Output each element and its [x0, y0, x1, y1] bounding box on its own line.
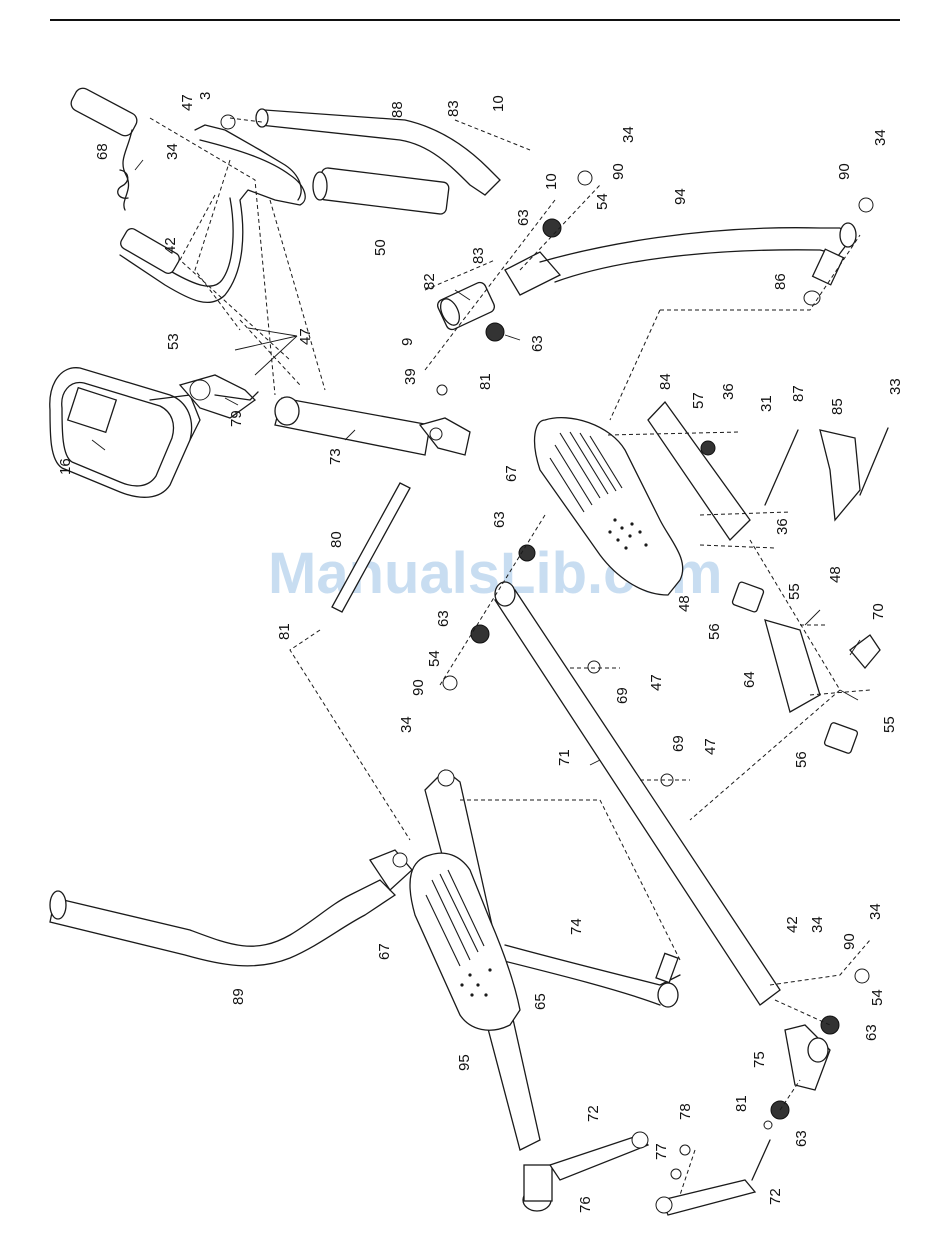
callout-label: 73 — [327, 448, 344, 465]
callout-label: 95 — [456, 1054, 473, 1071]
callout-label: 36 — [774, 518, 791, 535]
callout-label: 88 — [389, 101, 406, 118]
callout-label: 64 — [741, 671, 758, 688]
callout-label: 34 — [398, 716, 415, 733]
callout-label: 34 — [867, 903, 884, 920]
callout-label: 90 — [610, 163, 627, 180]
callout-label: 56 — [706, 623, 723, 640]
callout-label: 3 — [197, 92, 214, 100]
callout-label: 47 — [297, 328, 314, 345]
callout-label: 69 — [614, 687, 631, 704]
callout-label: 83 — [470, 247, 487, 264]
upper-handlebar-part — [119, 125, 306, 302]
callout-label: 34 — [872, 129, 889, 146]
callout-label: 65 — [532, 993, 549, 1010]
callout-label: 71 — [556, 749, 573, 766]
callout-label: 86 — [772, 273, 789, 290]
callout-label: 54 — [594, 193, 611, 210]
callout-label: 82 — [421, 273, 438, 290]
callout-label: 10 — [490, 95, 507, 112]
callout-label: 75 — [751, 1051, 768, 1068]
callout-label: 94 — [672, 188, 689, 205]
callout-label: 77 — [653, 1143, 670, 1160]
callout-label: 34 — [809, 916, 826, 933]
handle-tube-part — [221, 109, 500, 215]
callout-label: 33 — [887, 378, 904, 395]
upright-tube-part — [275, 397, 470, 455]
callout-label: 54 — [426, 650, 443, 667]
callout-label: 10 — [543, 173, 560, 190]
callout-label: 90 — [836, 163, 853, 180]
bracket-part — [180, 375, 258, 418]
callout-label: 69 — [670, 735, 687, 752]
callout-label: 72 — [585, 1105, 602, 1122]
callout-label: 48 — [827, 566, 844, 583]
callout-label: 72 — [767, 1188, 784, 1205]
callout-label: 90 — [410, 679, 427, 696]
callout-label: 48 — [676, 595, 693, 612]
main-rail-part — [495, 582, 780, 1005]
callout-label: 57 — [690, 392, 707, 409]
callout-label: 42 — [162, 237, 179, 254]
console-part — [50, 368, 200, 498]
callout-label: 63 — [529, 335, 546, 352]
callout-label: 36 — [720, 383, 737, 400]
lower-shroud-part — [410, 853, 520, 1030]
callout-label: 63 — [793, 1130, 810, 1147]
callout-label: 85 — [829, 398, 846, 415]
cover-part — [820, 430, 860, 520]
callout-label: 39 — [402, 368, 419, 385]
callout-label: 63 — [435, 610, 452, 627]
callout-label: 47 — [648, 674, 665, 691]
callout-label: 63 — [863, 1024, 880, 1041]
callout-label: 42 — [784, 916, 801, 933]
callout-label: 90 — [841, 933, 858, 950]
callout-label: 68 — [94, 143, 111, 160]
callout-label: 31 — [758, 395, 775, 412]
stabilizer-part — [732, 581, 880, 754]
callout-label: 63 — [491, 511, 508, 528]
callout-label: 47 — [702, 738, 719, 755]
callout-label: 56 — [793, 751, 810, 768]
callout-label: 50 — [372, 239, 389, 256]
callout-label: 16 — [57, 458, 74, 475]
callout-label: 34 — [620, 126, 637, 143]
callout-label: 74 — [568, 918, 585, 935]
callout-label: 63 — [515, 209, 532, 226]
callout-label: 67 — [376, 943, 393, 960]
callout-label: 34 — [164, 143, 181, 160]
callout-label: 9 — [399, 338, 416, 346]
callout-label: 67 — [503, 465, 520, 482]
callout-label: 79 — [228, 410, 245, 427]
callout-label: 55 — [881, 716, 898, 733]
callout-label: 81 — [477, 373, 494, 390]
callout-label: 53 — [165, 333, 182, 350]
callout-label: 78 — [677, 1103, 694, 1120]
callout-label: 81 — [276, 623, 293, 640]
callout-label: 76 — [577, 1196, 594, 1213]
callout-label: 80 — [328, 531, 345, 548]
callout-label: 87 — [790, 385, 807, 402]
callout-label: 70 — [870, 603, 887, 620]
callout-label: 89 — [230, 988, 247, 1005]
callout-label: 47 — [179, 94, 196, 111]
plate-part — [648, 402, 750, 540]
callout-label: 54 — [869, 989, 886, 1006]
callout-label: 84 — [657, 373, 674, 390]
callout-label: 83 — [445, 100, 462, 117]
callout-label: 81 — [733, 1095, 750, 1112]
lower-handle-part — [50, 850, 412, 966]
right-arm-part — [436, 223, 856, 331]
callout-label: 55 — [786, 583, 803, 600]
